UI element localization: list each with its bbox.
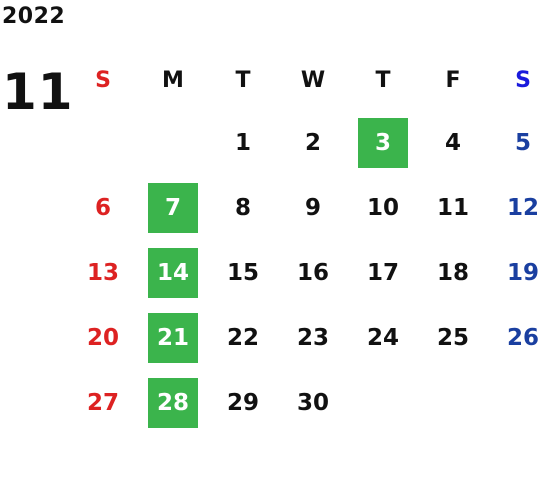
weekday-header-sat: S (515, 67, 531, 93)
calendar-day[interactable]: 5 (488, 110, 548, 175)
calendar-day-empty (418, 435, 488, 500)
day-number: 8 (234, 194, 251, 221)
day-number: 11 (436, 194, 469, 221)
day-number: 14 (156, 259, 189, 286)
day-number: 5 (514, 129, 531, 156)
day-number: 21 (156, 324, 189, 351)
weekday-header-fri: F (445, 67, 461, 93)
calendar-day[interactable]: 13 (68, 240, 138, 305)
calendar-day[interactable]: 4 (418, 110, 488, 175)
day-number: 1 (234, 129, 251, 156)
day-number: 20 (86, 324, 119, 351)
calendar-month: 11 (2, 63, 74, 121)
calendar-day-empty (138, 435, 208, 500)
weekday-header-mon: M (162, 67, 184, 93)
calendar-day[interactable]: 15 (208, 240, 278, 305)
calendar-day[interactable]: 19 (488, 240, 548, 305)
day-number: 26 (506, 324, 539, 351)
calendar-day[interactable]: 29 (208, 370, 278, 435)
calendar-day[interactable]: 18 (418, 240, 488, 305)
day-number: 2 (304, 129, 321, 156)
day-number: 15 (226, 259, 259, 286)
day-number: 13 (86, 259, 119, 286)
calendar-day-empty (278, 435, 348, 500)
calendar-day-empty (68, 435, 138, 500)
calendar-day[interactable]: 11 (418, 175, 488, 240)
calendar-year: 2022 (2, 4, 66, 29)
day-number: 28 (156, 389, 189, 416)
calendar-day[interactable]: 22 (208, 305, 278, 370)
day-number: 19 (506, 259, 539, 286)
calendar-day[interactable]: 16 (278, 240, 348, 305)
calendar-day[interactable]: 17 (348, 240, 418, 305)
calendar-day-highlighted[interactable]: 28 (138, 370, 208, 435)
calendar-day[interactable]: 25 (418, 305, 488, 370)
day-number: 18 (436, 259, 469, 286)
day-number: 30 (296, 389, 329, 416)
calendar-day[interactable]: 8 (208, 175, 278, 240)
calendar-day-empty (488, 370, 548, 435)
calendar-day[interactable]: 26 (488, 305, 548, 370)
calendar-day-highlighted[interactable]: 21 (138, 305, 208, 370)
calendar-day[interactable]: 27 (68, 370, 138, 435)
day-number: 7 (164, 194, 181, 221)
calendar-day[interactable]: 23 (278, 305, 348, 370)
calendar-day[interactable]: 10 (348, 175, 418, 240)
calendar-day[interactable]: 9 (278, 175, 348, 240)
calendar-day[interactable]: 30 (278, 370, 348, 435)
calendar-day[interactable]: 6 (68, 175, 138, 240)
day-number: 10 (366, 194, 399, 221)
calendar-day[interactable]: 24 (348, 305, 418, 370)
weekday-header-wed: W (300, 67, 326, 93)
calendar-day[interactable]: 1 (208, 110, 278, 175)
weekday-header-tue: T (235, 67, 251, 93)
calendar-day-highlighted[interactable]: 14 (138, 240, 208, 305)
day-number: 17 (366, 259, 399, 286)
calendar-day-empty (138, 110, 208, 175)
calendar-day-empty (488, 435, 548, 500)
day-number: 9 (304, 194, 321, 221)
calendar-day[interactable]: 20 (68, 305, 138, 370)
day-number: 16 (296, 259, 329, 286)
day-number: 22 (226, 324, 259, 351)
day-number: 6 (94, 194, 111, 221)
day-number: 25 (436, 324, 469, 351)
weekday-header-sun: S (95, 67, 111, 93)
calendar-day-empty (68, 110, 138, 175)
calendar-day-empty (418, 370, 488, 435)
calendar-day-highlighted[interactable]: 3 (348, 110, 418, 175)
calendar-day[interactable]: 12 (488, 175, 548, 240)
calendar-day-empty (348, 435, 418, 500)
calendar-day-empty (208, 435, 278, 500)
calendar-day[interactable]: 2 (278, 110, 348, 175)
weekday-header-thu: T (375, 67, 391, 93)
day-number: 23 (296, 324, 329, 351)
calendar-day-empty (348, 370, 418, 435)
day-number: 12 (506, 194, 539, 221)
day-number: 3 (374, 129, 391, 156)
day-number: 27 (86, 389, 119, 416)
day-number: 29 (226, 389, 259, 416)
day-number: 24 (366, 324, 399, 351)
day-number: 4 (444, 129, 461, 156)
calendar-day-highlighted[interactable]: 7 (138, 175, 208, 240)
